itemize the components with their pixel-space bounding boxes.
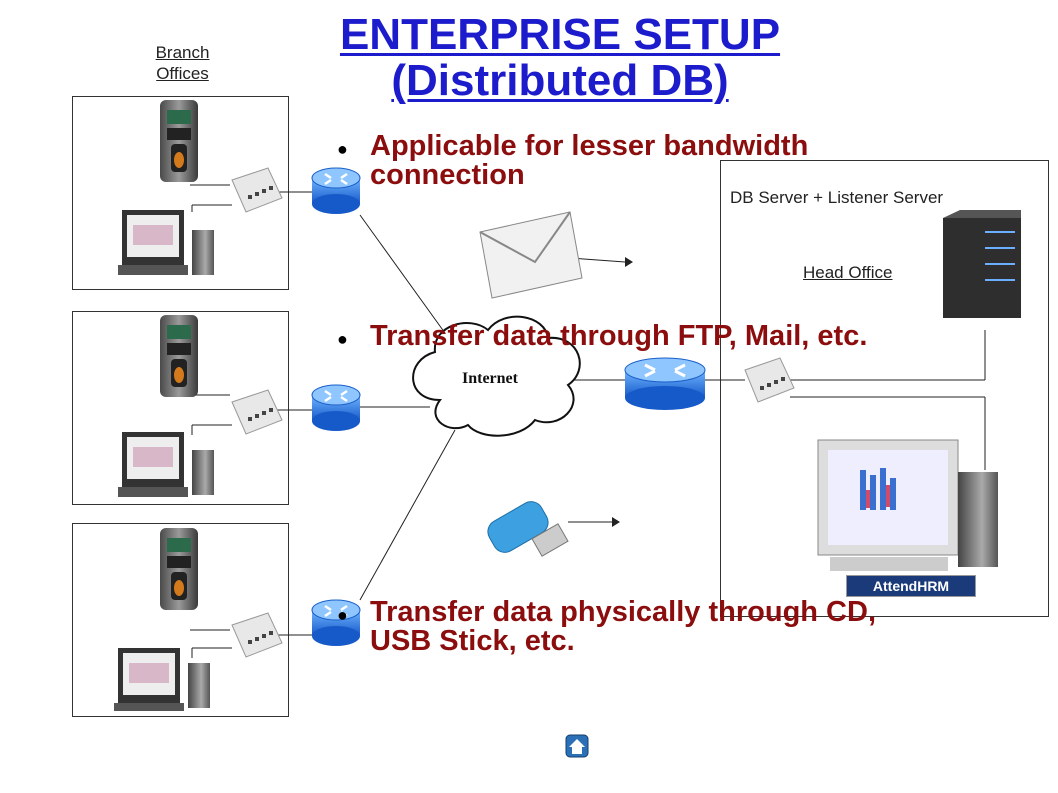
page-title: ENTERPRISE SETUP (Distributed DB) <box>339 10 781 105</box>
network-switch-icon <box>744 357 795 403</box>
server-label: DB Server + Listener Server <box>730 188 944 207</box>
home-icon <box>565 734 589 758</box>
router-icon <box>624 357 706 410</box>
fingerprint-device-icon <box>160 100 198 182</box>
internet-label: Internet <box>462 370 518 387</box>
router-icon <box>311 167 361 214</box>
head-office-box <box>720 160 1049 617</box>
fingerprint-device-icon <box>160 315 198 397</box>
router-icon <box>311 384 361 431</box>
branch-office-box-2 <box>72 311 289 505</box>
bullet-bandwidth: ● Applicable for lesser bandwidth connec… <box>337 130 809 191</box>
head-office-label: Head Office <box>803 263 893 282</box>
usb-stick-icon <box>487 501 569 557</box>
server-icon <box>943 210 1021 318</box>
fingerprint-device-icon <box>160 528 198 610</box>
computer-icon <box>114 648 210 711</box>
connection-lines <box>190 184 986 658</box>
network-switch-icon <box>231 612 283 658</box>
branch-office-box-1 <box>72 96 289 290</box>
internet-cloud-icon <box>412 315 581 437</box>
attendhrm-logo: AttendHRM <box>846 575 976 597</box>
network-switch-icon <box>231 167 283 213</box>
network-switch-icon <box>231 389 283 435</box>
router-icon <box>311 599 361 646</box>
head-office-computer-icon <box>817 439 998 571</box>
branch-offices-label: Branch Offices <box>155 43 210 83</box>
computer-icon <box>118 432 214 497</box>
mail-envelope-icon <box>479 211 583 299</box>
bullet-physical: ● Transfer data physically through CD, U… <box>337 596 876 657</box>
branch-office-box-3 <box>72 523 289 717</box>
computer-icon <box>118 210 214 275</box>
bullet-ftp-mail: ● Transfer data through FTP, Mail, etc. <box>337 320 868 352</box>
